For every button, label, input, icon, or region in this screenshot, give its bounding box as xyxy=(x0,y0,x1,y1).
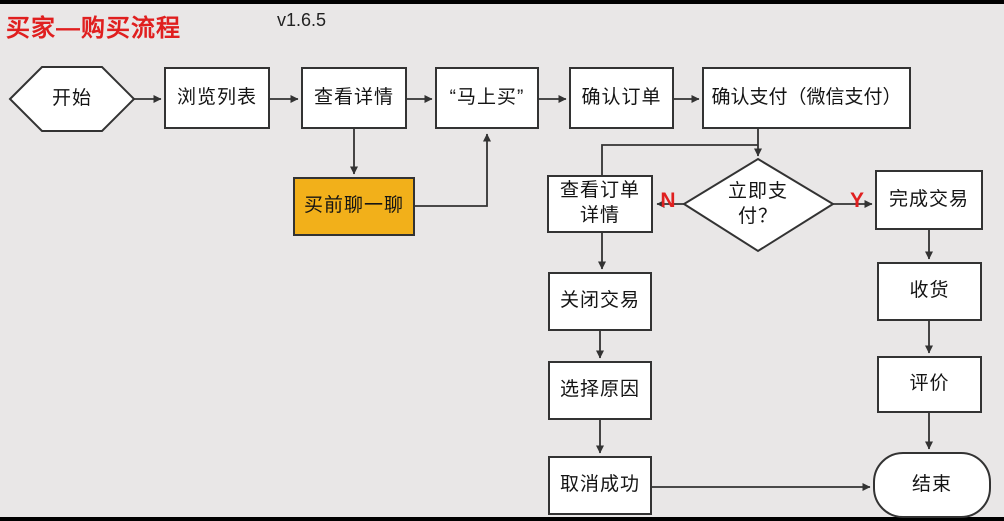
node-confirm-order-label: 确认订单 xyxy=(581,86,662,108)
node-close-trade: 关闭交易 xyxy=(548,272,652,331)
decision-diamond-shape xyxy=(682,157,835,253)
page-title: 买家—购买流程 xyxy=(6,15,181,42)
node-view-order-detail: 查看订单 详情 xyxy=(547,175,653,233)
node-review: 评价 xyxy=(877,356,982,413)
node-pay-now-decision-line1: 立即支 xyxy=(727,181,788,203)
bottom-black-bar xyxy=(0,517,1004,521)
node-pay-now-decision-line2: 付？ xyxy=(737,206,778,227)
branch-label-no: N xyxy=(660,189,676,212)
node-view-order-detail-line1: 查看订单 xyxy=(559,180,640,202)
node-choose-reason: 选择原因 xyxy=(548,361,652,420)
node-view-order-detail-line2: 详情 xyxy=(579,205,620,226)
node-end-label: 结束 xyxy=(911,473,952,495)
version-label: v1.6.5 xyxy=(277,10,327,30)
node-close-trade-label: 关闭交易 xyxy=(559,290,640,312)
node-cancel-success: 取消成功 xyxy=(548,456,652,515)
node-browse-list: 浏览列表 xyxy=(164,67,270,129)
node-confirm-pay: 确认支付（微信支付） xyxy=(702,67,911,129)
node-confirm-pay-label: 确认支付（微信支付） xyxy=(711,86,902,108)
node-view-detail-label: 查看详情 xyxy=(313,86,394,108)
top-black-bar xyxy=(0,0,1004,4)
node-start-label: 开始 xyxy=(51,87,92,109)
node-cancel-success-label: 取消成功 xyxy=(559,474,640,496)
node-chat-before-buy: 买前聊一聊 xyxy=(293,177,415,236)
edge-chat-buynow xyxy=(415,133,491,207)
edge-orderdetail-decision xyxy=(601,144,758,175)
node-buy-now: “马上买” xyxy=(435,67,539,129)
node-choose-reason-label: 选择原因 xyxy=(559,379,640,401)
node-confirm-order: 确认订单 xyxy=(569,67,674,129)
node-review-label: 评价 xyxy=(909,373,950,395)
branch-label-yes: Y xyxy=(849,189,864,212)
node-receive-goods: 收货 xyxy=(877,262,982,321)
node-start: 开始 xyxy=(10,67,134,131)
node-browse-list-label: 浏览列表 xyxy=(176,86,257,108)
node-complete-trade: 完成交易 xyxy=(875,170,983,230)
node-buy-now-label: “马上买” xyxy=(449,86,525,108)
node-chat-before-buy-label: 买前聊一聊 xyxy=(303,195,404,217)
node-pay-now-decision: 立即支 付？ xyxy=(693,165,823,245)
node-receive-goods-label: 收货 xyxy=(909,280,950,302)
start-hexagon-shape xyxy=(8,66,136,132)
node-view-detail: 查看详情 xyxy=(301,67,407,129)
node-complete-trade-label: 完成交易 xyxy=(888,188,969,210)
node-end: 结束 xyxy=(873,452,991,518)
